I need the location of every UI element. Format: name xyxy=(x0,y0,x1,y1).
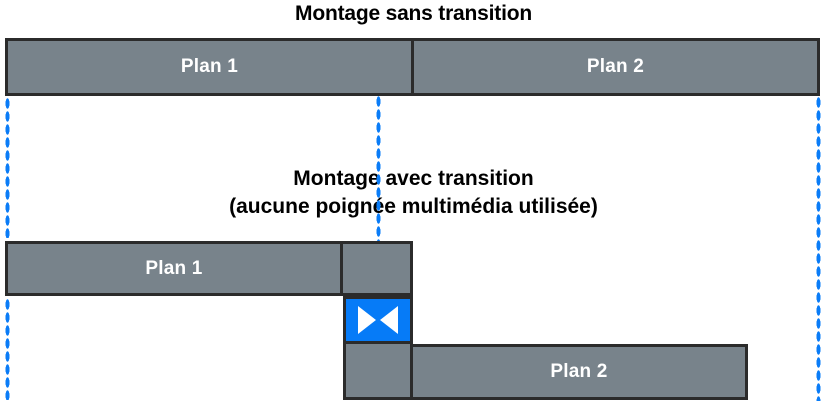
guide-center xyxy=(376,95,381,241)
top-clip-plan-1-label: Plan 1 xyxy=(180,56,239,77)
bottom-clip-plan-1-overlap[interactable] xyxy=(343,241,413,296)
top-diagram-title: Montage sans transition xyxy=(295,2,532,25)
guide-right xyxy=(816,96,821,401)
guide-left-lower xyxy=(5,298,10,400)
cross-dissolve-transition-icon xyxy=(358,306,398,334)
bottom-clip-plan-2-label: Plan 2 xyxy=(550,361,608,382)
top-clip-plan-1[interactable]: Plan 1 xyxy=(5,38,414,96)
top-clip-plan-2[interactable]: Plan 2 xyxy=(414,38,820,96)
bottom-clip-plan-2[interactable]: Plan 2 xyxy=(413,344,748,400)
bottom-diagram-title-line-2: (aucune poignée multimédia utilisée) xyxy=(229,195,598,218)
bottom-clip-plan-2-overlap[interactable] xyxy=(343,344,413,400)
transition-tile[interactable] xyxy=(343,296,413,344)
bottom-diagram-title: Montage avec transition (aucune poignée … xyxy=(0,165,827,221)
bottom-clip-plan-1-label: Plan 1 xyxy=(145,257,203,279)
bottom-diagram-title-line-1: Montage avec transition xyxy=(293,167,534,190)
guide-left-upper xyxy=(5,97,10,238)
top-clip-plan-2-label: Plan 2 xyxy=(586,56,645,77)
bottom-clip-plan-1[interactable]: Plan 1 xyxy=(5,241,343,296)
